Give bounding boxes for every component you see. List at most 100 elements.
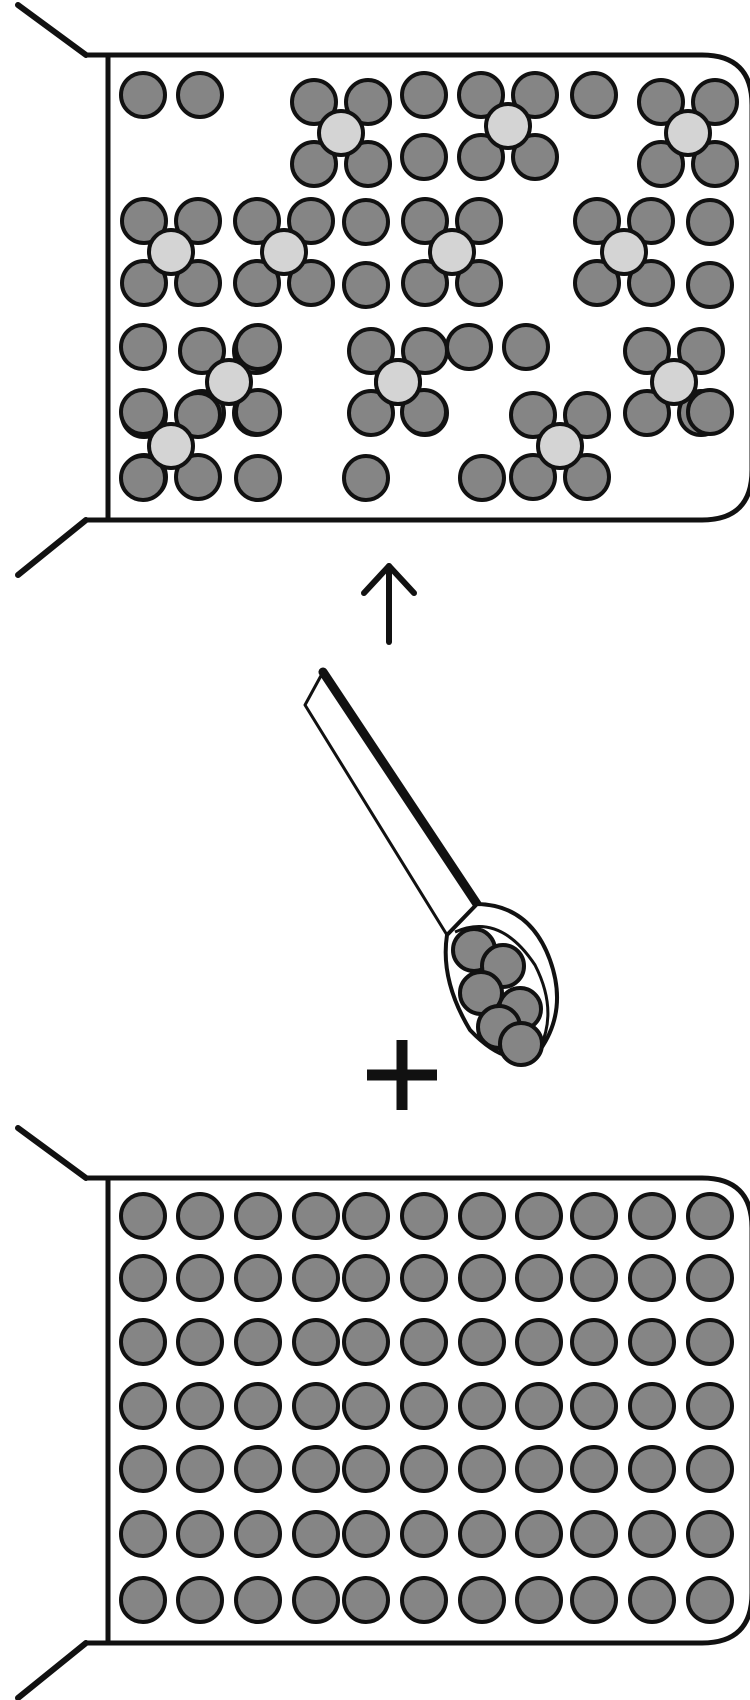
solute-particle xyxy=(147,228,195,276)
solvent-particle xyxy=(686,1254,734,1302)
solvent-particle xyxy=(342,1382,390,1430)
solvent-particle xyxy=(292,1445,340,1493)
solvent-particle xyxy=(119,323,167,371)
solvent-particle xyxy=(347,389,395,437)
spoon-icon xyxy=(303,667,560,1067)
solvent-particle xyxy=(627,259,675,307)
solvent-particles xyxy=(119,1192,734,1624)
solvent-particle xyxy=(637,78,685,126)
solvent-particle xyxy=(400,1510,448,1558)
solvent-particle xyxy=(174,453,222,501)
solvent-particle xyxy=(176,1318,224,1366)
solvent-particle xyxy=(628,1576,676,1624)
solvent-particle xyxy=(515,1576,563,1624)
solvent-particle xyxy=(563,391,611,439)
solvent-particle xyxy=(458,1510,506,1558)
solvent-particle xyxy=(292,1192,340,1240)
container-side-line xyxy=(15,517,89,578)
arrow-head xyxy=(361,563,417,596)
solvent-particle xyxy=(292,1318,340,1366)
solvent-particle xyxy=(686,1445,734,1493)
solvent-particle xyxy=(342,1510,390,1558)
container-side-line xyxy=(15,2,89,58)
solvent-particle xyxy=(234,1510,282,1558)
solvent-particle xyxy=(623,389,671,437)
container-side-line xyxy=(15,1125,89,1181)
solute-particle xyxy=(664,109,712,157)
solvent-particle xyxy=(686,1382,734,1430)
solvent-particle xyxy=(563,453,611,501)
solute-particle xyxy=(536,422,584,470)
solvent-particle xyxy=(233,259,281,307)
solvent-particle xyxy=(176,1576,224,1624)
solvent-particle xyxy=(176,1192,224,1240)
solvent-particle xyxy=(570,1510,618,1558)
solvent-particle xyxy=(178,327,226,375)
solvent-particle xyxy=(342,1254,390,1302)
pure-solvent-container xyxy=(15,1125,750,1700)
solvent-particle xyxy=(686,1576,734,1624)
solvent-particle xyxy=(458,1192,506,1240)
solvent-particle xyxy=(686,1510,734,1558)
solvent-particle xyxy=(342,1192,390,1240)
solvent-particle xyxy=(628,1510,676,1558)
solvent-particle xyxy=(570,1254,618,1302)
solvent-particle xyxy=(502,323,550,371)
solvent-particle xyxy=(342,261,390,309)
spoon-handle-edge xyxy=(318,667,482,909)
solvent-particle xyxy=(691,78,739,126)
solute-particle xyxy=(650,358,698,406)
solvent-particle xyxy=(401,197,449,245)
solvent-particle xyxy=(119,1192,167,1240)
solvent-particle xyxy=(400,388,448,436)
solvent-particle xyxy=(174,259,222,307)
solvent-particle xyxy=(344,78,392,126)
solvent-particle xyxy=(292,1510,340,1558)
solvent-particle xyxy=(515,1382,563,1430)
solvent-particle xyxy=(176,1510,224,1558)
solution-particles xyxy=(119,71,739,502)
solvent-particle xyxy=(290,78,338,126)
solvent-particle xyxy=(628,1254,676,1302)
solvent-particle xyxy=(287,259,335,307)
solvent-particle xyxy=(457,71,505,119)
solute-particle xyxy=(260,228,308,276)
solvent-particle xyxy=(342,454,390,502)
solvent-particle xyxy=(292,1382,340,1430)
solvent-particle xyxy=(342,198,390,246)
solvent-particle xyxy=(234,323,282,371)
solvent-particle xyxy=(401,259,449,307)
solvent-particle xyxy=(509,391,557,439)
solvent-particle xyxy=(234,1254,282,1302)
solvent-particle xyxy=(691,140,739,188)
solvent-particle xyxy=(119,454,167,502)
solute-particle xyxy=(374,358,422,406)
solvent-particle xyxy=(515,1192,563,1240)
solvent-particle xyxy=(455,259,503,307)
spoon-particle xyxy=(498,1021,544,1067)
solute-particle xyxy=(147,422,195,470)
solvent-particle xyxy=(234,1576,282,1624)
spoon-bowl-rim xyxy=(454,925,550,1049)
solvent-particle xyxy=(628,1318,676,1366)
solvent-particle xyxy=(637,140,685,188)
plus-sign-icon xyxy=(367,1040,437,1110)
solvent-particle xyxy=(119,1382,167,1430)
solvent-particle xyxy=(686,1318,734,1366)
container-side-line xyxy=(15,1640,89,1700)
solvent-particle xyxy=(511,133,559,181)
solute-particle xyxy=(205,358,253,406)
solvent-particle xyxy=(119,1445,167,1493)
solute-particle xyxy=(428,228,476,276)
solvent-particle xyxy=(292,1254,340,1302)
solvent-particle xyxy=(445,323,493,371)
solvent-particle xyxy=(511,71,559,119)
solvent-particle xyxy=(623,327,671,375)
solvent-particle xyxy=(458,1576,506,1624)
solvent-particle xyxy=(686,388,734,436)
solvent-particle xyxy=(458,1318,506,1366)
solvent-particle xyxy=(287,197,335,245)
solvent-particle xyxy=(234,454,282,502)
solvent-particle xyxy=(174,391,222,439)
